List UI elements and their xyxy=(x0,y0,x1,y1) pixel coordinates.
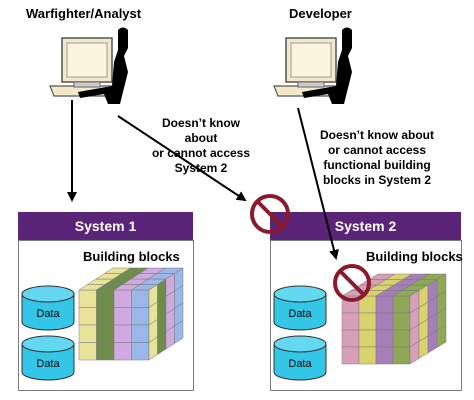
system-2-data-label-2: Data xyxy=(288,358,312,370)
developer-note-line-2: or cannot access xyxy=(327,143,427,157)
system-2-data-cylinder-icon xyxy=(273,335,327,381)
system-1-data-cylinder-icon xyxy=(21,285,75,331)
analyst-to-system2-arrow xyxy=(117,115,247,202)
analyst-computer-user-icon xyxy=(49,27,128,104)
system-2-data-cylinder-icon xyxy=(273,285,327,331)
system-2-data-label-1: Data xyxy=(288,308,312,320)
developer-computer-user-icon xyxy=(273,27,352,104)
analyst-note: Doesn’t know about or cannot access Syst… xyxy=(146,116,256,176)
developer-note-line-4: blocks in System 2 xyxy=(322,173,432,187)
system-1-data-label-2: Data xyxy=(36,358,60,370)
no-entry-icon xyxy=(250,194,290,234)
analyst-note-line-2: or cannot access xyxy=(151,146,251,160)
system-1-data-label-1: Data xyxy=(36,308,60,320)
system-1-blocks-label: Building blocks xyxy=(83,249,180,264)
developer-note-line-3: functional building xyxy=(323,158,431,172)
developer-note-line-1: Doesn’t know about xyxy=(320,128,434,142)
system-2-header: System 2 xyxy=(270,212,461,240)
system-1-header: System 1 xyxy=(18,212,193,240)
developer-label: Developer xyxy=(289,6,352,21)
developer-note: Doesn’t know about or cannot access func… xyxy=(310,128,444,188)
analyst-note-line-3: System 2 xyxy=(174,161,228,175)
system-1-building-block-cube-icon xyxy=(78,267,184,361)
system-2-blocks-label: Building blocks xyxy=(366,249,463,264)
analyst-label: Warfighter/Analyst xyxy=(26,6,142,21)
system-1-data-cylinder-icon xyxy=(21,335,75,381)
developer-to-blocks-arrow xyxy=(297,107,339,260)
analyst-note-line-1: Doesn’t know about xyxy=(161,116,240,145)
no-entry-icon xyxy=(333,264,371,302)
